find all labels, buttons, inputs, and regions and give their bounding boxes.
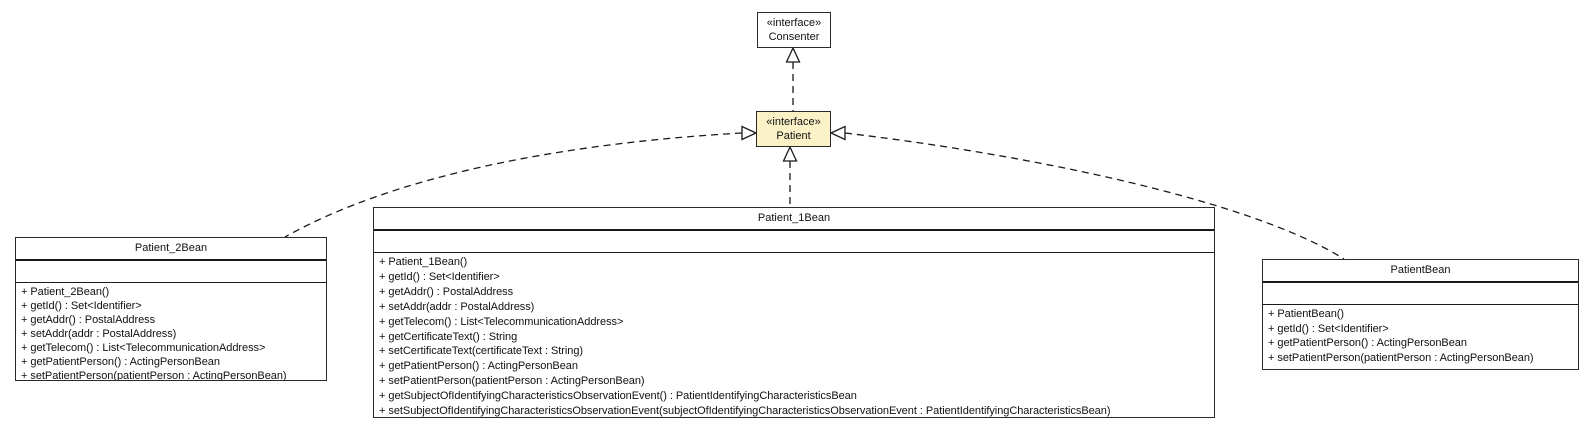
patient1bean-methods-compartment: + Patient_1Bean() + getId() : Set<Identi… bbox=[374, 253, 1214, 417]
hollow-triangle-arrowhead bbox=[785, 46, 801, 63]
method-signature: + getTelecom() : List<TelecommunicationA… bbox=[379, 315, 624, 328]
class-node-patient2bean[interactable]: Patient_2Bean + Patient_2Bean() + getId(… bbox=[15, 237, 327, 381]
hollow-triangle-arrowhead bbox=[829, 125, 846, 141]
method-signature: + setSubjectOfIdentifyingCharacteristics… bbox=[379, 405, 1111, 417]
class-node-patient1bean[interactable]: Patient_1Bean + Patient_1Bean() + getId(… bbox=[373, 207, 1215, 418]
method-signature: + setPatientPerson(patientPerson : Actin… bbox=[21, 370, 287, 380]
method-signature: + getAddr() : PostalAddress bbox=[379, 285, 514, 298]
interface-node-consenter[interactable]: «interface» Consenter bbox=[757, 12, 831, 48]
patient2bean-class-name: Patient_2Bean bbox=[16, 238, 326, 261]
method-signature: + getId() : Set<Identifier> bbox=[1268, 322, 1389, 335]
method-signature: + setAddr(addr : PostalAddress) bbox=[21, 328, 177, 340]
method-signature: + setAddr(addr : PostalAddress) bbox=[379, 300, 535, 313]
patientbean-methods-compartment: + PatientBean() + getId() : Set<Identifi… bbox=[1263, 305, 1578, 369]
method-signature: + getId() : Set<Identifier> bbox=[21, 300, 142, 312]
method-signature: + getSubjectOfIdentifyingCharacteristics… bbox=[379, 390, 857, 403]
method-signature: + getAddr() : PostalAddress bbox=[21, 314, 156, 326]
method-signature: + getTelecom() : List<TelecommunicationA… bbox=[21, 342, 266, 354]
method-signature: + Patient_1Bean() bbox=[379, 256, 468, 268]
realization-patient2bean-to-patient bbox=[284, 125, 758, 238]
consenter-stereotype: «interface» bbox=[766, 17, 822, 29]
interface-node-patient[interactable]: «interface» Patient bbox=[756, 111, 831, 147]
consenter-name: Consenter bbox=[768, 31, 820, 43]
realization-patient1bean-to-patient bbox=[782, 145, 798, 207]
hollow-triangle-arrowhead bbox=[741, 125, 758, 141]
method-signature: + getPatientPerson() : ActingPersonBean bbox=[379, 360, 578, 373]
patient-stereotype: «interface» bbox=[766, 116, 821, 128]
patient2bean-attributes-compartment bbox=[16, 261, 326, 283]
patient2bean-methods-compartment: + Patient_2Bean() + getId() : Set<Identi… bbox=[16, 283, 326, 380]
hollow-triangle-arrowhead bbox=[782, 145, 798, 162]
method-signature: + Patient_2Bean() bbox=[21, 286, 110, 298]
patient1bean-class-name: Patient_1Bean bbox=[374, 208, 1214, 231]
method-signature: + getPatientPerson() : ActingPersonBean bbox=[21, 356, 220, 368]
method-signature: + setCertificateText(certificateText : S… bbox=[379, 345, 584, 358]
patientbean-class-name: PatientBean bbox=[1263, 260, 1578, 283]
method-signature: + setPatientPerson(patientPerson : Actin… bbox=[379, 375, 645, 388]
realization-patientbean-to-patient bbox=[829, 125, 1345, 260]
patient1bean-attributes-compartment bbox=[374, 231, 1214, 253]
generalization-patient-to-consenter bbox=[785, 46, 801, 111]
patientbean-attributes-compartment bbox=[1263, 283, 1578, 305]
method-signature: + PatientBean() bbox=[1268, 308, 1344, 320]
patient-name: Patient bbox=[776, 130, 811, 142]
method-signature: + getPatientPerson() : ActingPersonBean bbox=[1268, 337, 1467, 349]
method-signature: + setPatientPerson(patientPerson : Actin… bbox=[1268, 351, 1534, 364]
class-node-patientbean[interactable]: PatientBean + PatientBean() + getId() : … bbox=[1262, 259, 1579, 370]
method-signature: + getId() : Set<Identifier> bbox=[379, 270, 500, 283]
method-signature: + getCertificateText() : String bbox=[379, 330, 518, 343]
